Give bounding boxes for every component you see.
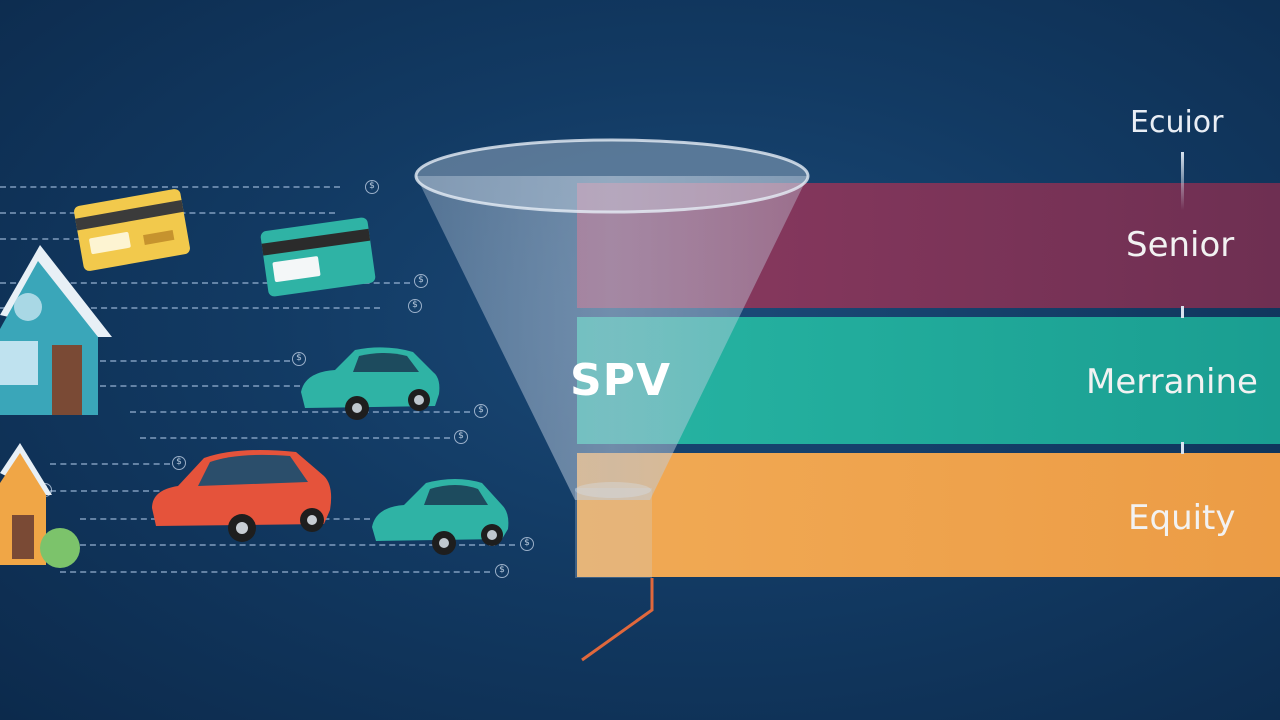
tranche-header-label: Ecuior	[1130, 105, 1224, 140]
flow-line	[100, 385, 300, 387]
flow-line	[50, 463, 170, 465]
coin-icon: $	[365, 180, 379, 194]
outflow-line	[581, 578, 654, 662]
flow-line	[50, 490, 180, 492]
flow-line	[140, 437, 450, 439]
flow-line	[0, 186, 340, 188]
coin-icon: $	[172, 456, 186, 470]
coin-icon: $	[292, 352, 306, 366]
flow-line	[60, 544, 515, 546]
house-icon	[0, 443, 80, 568]
tranche-label-senior: Senior	[1126, 225, 1235, 265]
credit-card-icon	[74, 189, 190, 271]
divider-line	[1181, 306, 1184, 318]
tranche-label-equity: Equity	[1128, 498, 1236, 538]
credit-card-icon	[260, 217, 376, 297]
car-icon	[152, 450, 332, 542]
car-icon	[301, 347, 440, 420]
flow-line	[0, 307, 380, 309]
flow-line	[60, 571, 490, 573]
coin-icon: $	[520, 537, 534, 551]
flow-line	[100, 360, 290, 362]
car-icon	[372, 479, 509, 555]
coin-icon: $	[454, 430, 468, 444]
divider-line	[1181, 152, 1184, 210]
coin-icon: $	[474, 404, 488, 418]
coin-icon: $	[495, 564, 509, 578]
coin-icon: $	[414, 274, 428, 288]
flow-line	[130, 411, 470, 413]
spv-label: SPV	[570, 355, 671, 406]
divider-line	[1181, 442, 1184, 454]
tranche-band-equity	[577, 453, 1280, 577]
flow-line	[0, 282, 410, 284]
tranche-label-mezzanine: Merranine	[1086, 362, 1258, 402]
coin-icon: $	[408, 299, 422, 313]
house-icon	[0, 245, 112, 415]
flow-line	[0, 238, 80, 240]
